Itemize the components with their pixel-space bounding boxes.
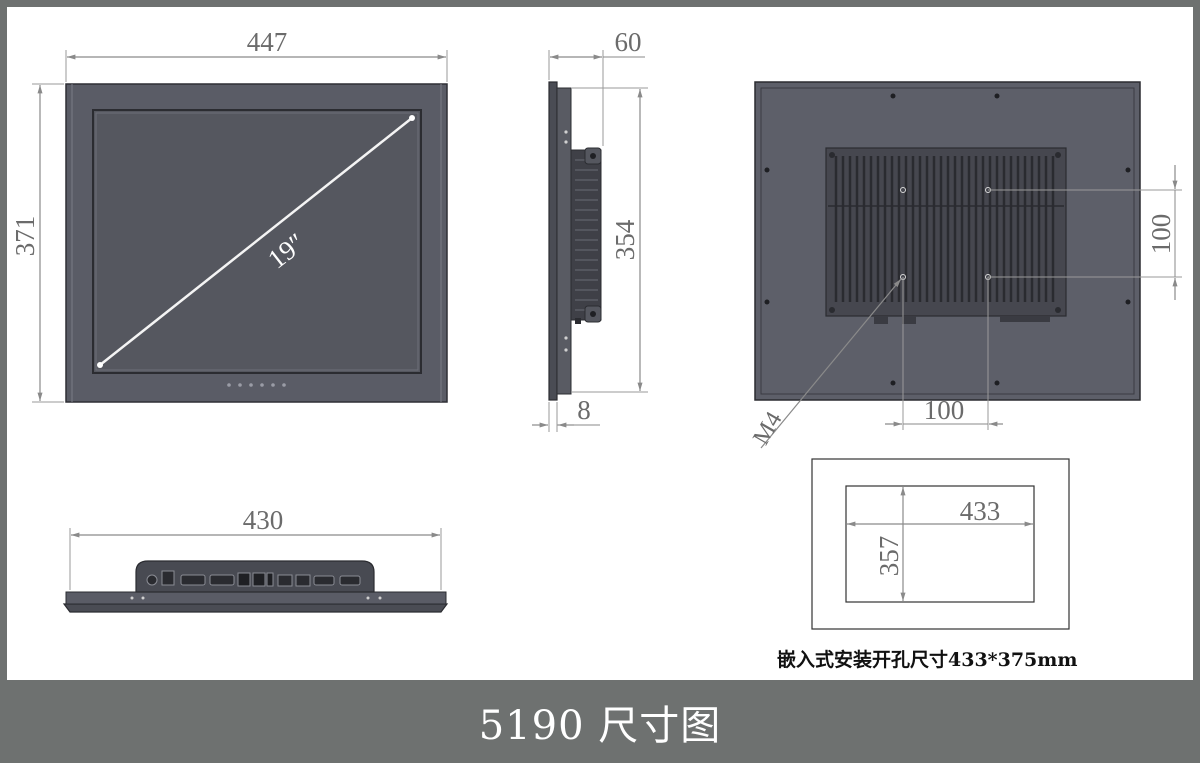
rear-screw-label: M4 [748,408,787,450]
page-title: 5190 尺寸图 [478,702,722,749]
front-width-label: 447 [247,27,288,57]
rear-view: 100 100 M4 [748,81,1182,450]
cutout-opening [845,485,1035,603]
cutout-width-label: 433 [960,496,1001,526]
side-depth-label: 60 [615,27,642,57]
side-view: 60 354 8 [532,27,648,432]
side-heatsink [570,149,602,321]
bottom-view: 430 [62,505,449,613]
rear-heatsink [825,147,1067,317]
drawing-sheet: 19″ 447 371 [7,7,1193,680]
rear-mount-holes [764,93,1131,386]
side-bezel [548,81,558,401]
bottom-width-label: 430 [243,505,284,535]
rear-vesa-vertical-label: 100 [1146,214,1176,255]
front-indicator-leds [227,383,286,387]
footer-bar: 5190 尺寸图 [0,680,1200,763]
rear-panel [754,81,1141,401]
side-height-label: 354 [610,219,640,260]
dimension-drawing: 19″ 447 371 [10,27,1182,630]
diagonal-line [99,117,413,366]
bottom-io-ports [146,570,361,587]
cutout-caption: 嵌入式安装开孔尺寸433*375mm [777,649,1078,671]
side-bezel-label: 8 [577,395,591,425]
front-view: 19″ 447 371 [10,27,448,403]
rear-vesa-horizontal-label: 100 [924,395,965,425]
cutout-view: 433 357 [811,458,1070,630]
front-height-label: 371 [10,216,40,257]
cutout-height-label: 357 [874,536,904,577]
